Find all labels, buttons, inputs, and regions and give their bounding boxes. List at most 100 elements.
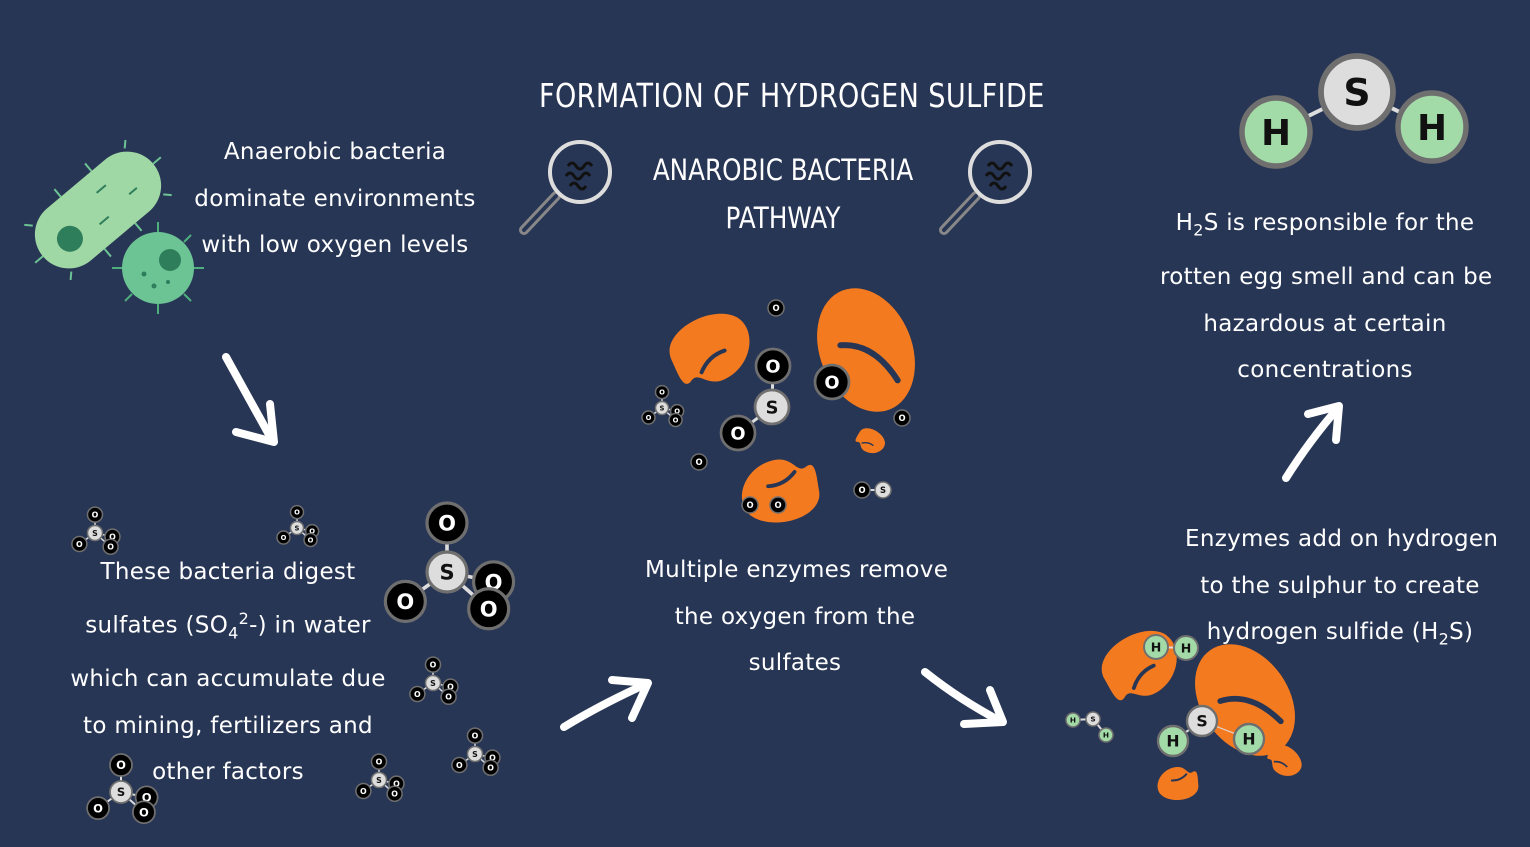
atom-label: H: [1242, 730, 1255, 749]
oxygen-atom: O: [383, 579, 427, 624]
arrow-icon: [1282, 402, 1343, 482]
atom-label: O: [456, 761, 463, 770]
text-seg: sulfates (SO: [85, 612, 229, 639]
oxygen-atom: O: [668, 412, 683, 428]
atom-label: O: [772, 303, 779, 313]
atom-label: H: [1417, 108, 1447, 149]
hydrogen-atom: H: [1156, 724, 1190, 758]
enzyme-icon: [1157, 767, 1199, 801]
page-title: FORMATION OF HYDROGEN SULFIDE: [539, 76, 1045, 115]
atom-label: O: [730, 423, 745, 444]
sulfur-atom: S: [1185, 704, 1219, 738]
atom-label: O: [430, 660, 437, 669]
atom-label: H: [1151, 640, 1162, 655]
atom-label: O: [76, 540, 83, 549]
atom-label: S: [117, 785, 125, 799]
bacteria-icon: [24, 139, 204, 314]
atom-label: O: [294, 509, 300, 517]
atom-label: O: [480, 597, 498, 621]
atom-label: O: [396, 590, 414, 614]
arrow-icon: [560, 676, 652, 731]
text-line: the oxygen from the: [674, 603, 916, 630]
sulfur-atom: S: [424, 674, 442, 692]
subtitle-line: ANAROBIC BACTERIA: [652, 153, 914, 187]
text-line: These bacteria digest: [100, 559, 356, 585]
step3-text: Multiple enzymes remove the oxygen from …: [645, 547, 948, 687]
atom-label: O: [438, 512, 456, 536]
text-line: concentrations: [1237, 357, 1413, 384]
oxygen-atom: O: [754, 347, 792, 385]
atom-label: O: [360, 787, 367, 796]
pathway-subtitle: ANAROBIC BACTERIA PATHWAY: [613, 146, 953, 242]
text-line: rotten egg smell and can be: [1160, 264, 1493, 291]
atom-label: O: [107, 543, 114, 552]
oxygen-atom: O: [102, 538, 119, 556]
text-line: to mining, fertilizers and: [83, 712, 373, 739]
atom-label: O: [116, 758, 126, 772]
sulfur-atom: S: [753, 388, 791, 426]
step1-text: Anaerobic bacteria dominate environments…: [185, 129, 485, 269]
sulfur-atom: S: [425, 550, 469, 594]
sulfur-atom: S: [874, 481, 892, 499]
enzyme-icon: [1267, 744, 1302, 776]
sulfur-atom: S: [370, 771, 388, 789]
text-line: dominate environments: [194, 185, 476, 212]
sulfur-atom: S: [1318, 53, 1396, 131]
text-line: with low oxygen levels: [201, 232, 469, 258]
sulfur-atom: S: [289, 520, 305, 536]
oxygen-atom: O: [440, 688, 457, 706]
enzyme-icon: [1101, 631, 1177, 701]
oxygen-atom: O: [86, 796, 110, 821]
text-seg: S): [1449, 619, 1474, 645]
atom-label: H: [1070, 716, 1076, 725]
enzyme-icon: [817, 288, 915, 412]
atom-label: O: [774, 500, 781, 510]
hydrogen-atom: H: [1395, 90, 1469, 164]
atom-label: O: [309, 528, 315, 536]
oxygen-atom: O: [409, 685, 426, 703]
text-line: Anaerobic bacteria: [223, 139, 447, 165]
atom-label: S: [92, 529, 98, 538]
text-seg: -) in water: [249, 612, 371, 639]
oxygen-atom: O: [893, 409, 911, 427]
text-seg: S is responsible for the: [1203, 210, 1475, 236]
oxygen-atom: O: [690, 453, 708, 471]
atom-label: O: [376, 757, 383, 766]
atom-label: O: [746, 500, 753, 510]
atom-label: S: [472, 750, 478, 759]
arrow-icon: [222, 353, 278, 446]
oxygen-atom: O: [132, 800, 156, 825]
enzyme-icon: [669, 313, 750, 384]
oxygen-atom: O: [641, 410, 656, 425]
text-line: sulfates (SO42-) in water: [68, 596, 388, 657]
magnifying-glass-icon: [519, 140, 612, 235]
atom-label: O: [695, 457, 702, 467]
oxygen-atom: O: [654, 384, 670, 400]
sulfur-atom: S: [109, 780, 133, 804]
hydrogen-atom: H: [1239, 95, 1313, 169]
step4-text: Enzymes add on hydrogen to the sulphur t…: [1185, 516, 1498, 663]
text-line: which can accumulate due: [70, 666, 386, 693]
atom-label: O: [489, 754, 496, 763]
oxygen-atom: O: [482, 759, 499, 777]
text-line: hazardous at certain: [1203, 310, 1447, 337]
hydrogen-atom: H: [1232, 722, 1266, 756]
atom-label: O: [93, 801, 103, 815]
oxygen-atom: O: [86, 506, 104, 523]
step2-text: These bacteria digest sulfates (SO42-) i…: [68, 549, 388, 796]
oxygen-atom: O: [370, 753, 388, 770]
oxygen-atom: O: [813, 363, 851, 401]
text-seg: H: [1175, 210, 1194, 236]
oxygen-atom: O: [466, 727, 484, 744]
hydrogen-atom: H: [1173, 635, 1199, 661]
oxygen-atom: O: [109, 753, 133, 777]
atom-label: O: [487, 764, 494, 773]
oxygen-atom: O: [303, 532, 318, 548]
superscript: 2: [238, 608, 250, 628]
atom-label: S: [880, 485, 886, 495]
atom-label: O: [281, 534, 287, 542]
atom-label: S: [1343, 71, 1370, 115]
hydrogen-atom: H: [1143, 634, 1169, 660]
sulfur-atom: S: [654, 400, 670, 416]
